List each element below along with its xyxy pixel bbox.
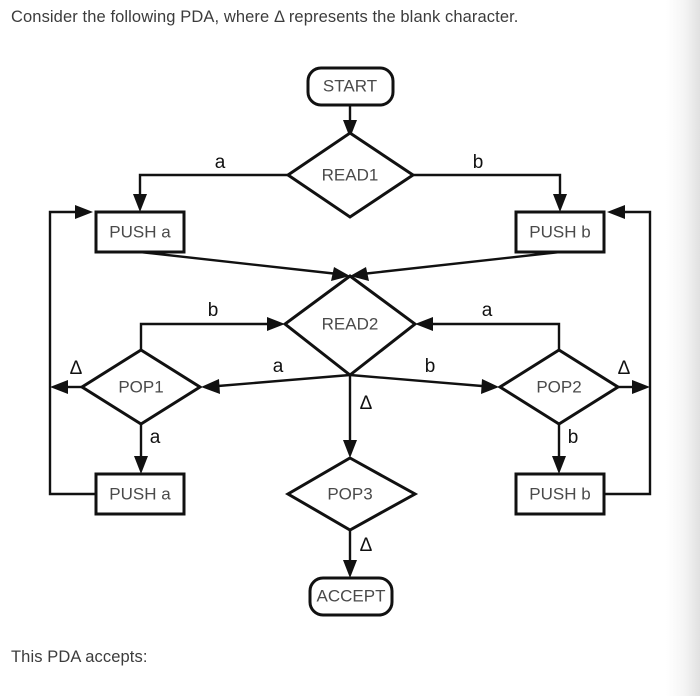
edge-pop1-to-push-a-bottom: a xyxy=(134,424,161,474)
pda-flowchart-diagram: a b b a xyxy=(48,66,652,617)
edge-pop2-to-push-b-bottom: b xyxy=(552,424,578,474)
edge-label-pop1-blank: Δ xyxy=(70,358,83,379)
edge-read2-to-pop2: b xyxy=(349,356,499,394)
node-read2[interactable]: READ2 xyxy=(282,274,418,377)
edge-read1-to-push-a-top: a xyxy=(133,152,288,212)
node-pop1-label: POP1 xyxy=(118,377,163,396)
edge-pop2-blank-to-rail: Δ xyxy=(618,358,650,394)
edge-label-pop1-push-a: a xyxy=(150,427,161,448)
edge-label-read2-pop2: b xyxy=(425,356,436,377)
edge-label-pop2-push-b: b xyxy=(568,427,579,448)
node-push-a-bottom-label: PUSH a xyxy=(109,484,171,503)
node-push-a-top-label: PUSH a xyxy=(109,222,171,241)
node-pop2[interactable]: POP2 xyxy=(497,348,621,426)
answer-prompt: This PDA accepts: xyxy=(11,648,148,666)
node-push-a-bottom[interactable]: PUSH a xyxy=(94,472,186,516)
edge-start-to-read1 xyxy=(343,105,357,138)
node-read1[interactable]: READ1 xyxy=(285,131,416,219)
edge-push-a-bottom-to-push-a-top xyxy=(48,205,96,496)
edge-label-read1-push-b: b xyxy=(473,152,484,173)
edge-push-a-top-to-read2 xyxy=(139,250,350,281)
edge-pop3-to-accept: Δ xyxy=(343,530,373,578)
node-read2-label: READ2 xyxy=(322,314,379,333)
edge-read2-to-pop1: a xyxy=(201,356,351,394)
edge-label-read1-push-a: a xyxy=(215,152,226,173)
edge-push-b-top-to-read2 xyxy=(350,250,561,281)
node-pop3-label: POP3 xyxy=(327,484,372,503)
edge-read1-to-push-b-top: b xyxy=(413,152,567,212)
node-push-b-bottom[interactable]: PUSH b xyxy=(514,472,606,516)
edge-label-read2-pop3: Δ xyxy=(360,393,373,414)
node-push-a-top[interactable]: PUSH a xyxy=(94,210,186,254)
edge-pop2-to-read2: a xyxy=(415,300,561,350)
edge-read2-to-pop3: Δ xyxy=(343,375,373,458)
edge-label-read2-pop1: a xyxy=(273,356,284,377)
node-read1-label: READ1 xyxy=(322,165,379,184)
node-accept-label: ACCEPT xyxy=(317,586,386,605)
node-push-b-bottom-label: PUSH b xyxy=(529,484,590,503)
node-accept[interactable]: ACCEPT xyxy=(308,576,394,617)
edge-pop1-to-read2: b xyxy=(139,300,285,350)
edge-pop1-blank-to-rail: Δ xyxy=(50,358,83,394)
edge-label-pop3-accept: Δ xyxy=(360,535,373,556)
question-prompt: Consider the following PDA, where Δ repr… xyxy=(11,8,519,26)
node-pop1[interactable]: POP1 xyxy=(79,348,203,426)
node-pop3[interactable]: POP3 xyxy=(285,456,419,532)
edge-label-pop2-blank: Δ xyxy=(618,358,631,379)
node-pop2-label: POP2 xyxy=(536,377,581,396)
node-push-b-top[interactable]: PUSH b xyxy=(514,210,606,254)
edge-label-pop1-read2: b xyxy=(208,300,219,321)
edge-push-b-bottom-to-push-b-top xyxy=(604,205,652,496)
node-start-label: START xyxy=(323,76,377,95)
node-push-b-top-label: PUSH b xyxy=(529,222,590,241)
edge-label-pop2-read2: a xyxy=(482,300,493,321)
node-start[interactable]: START xyxy=(306,66,395,107)
